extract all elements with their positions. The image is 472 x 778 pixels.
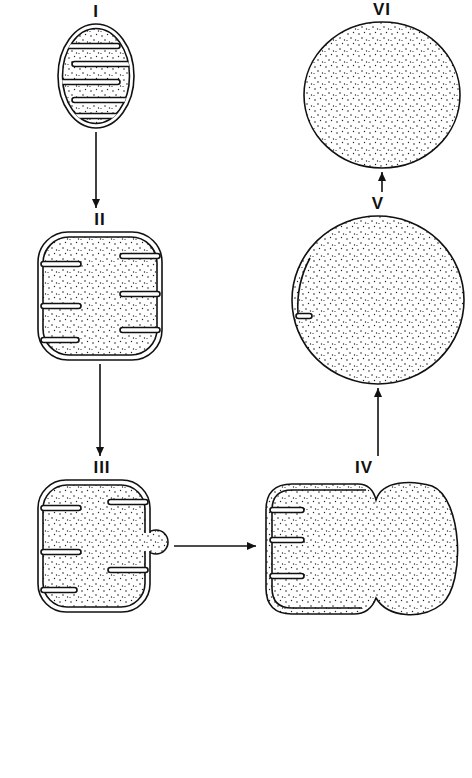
organelle-part — [108, 500, 148, 505]
stage-node: II — [36, 210, 164, 362]
organelle-part — [144, 533, 158, 551]
organelle-part — [38, 232, 162, 360]
organelle-part — [56, 80, 120, 85]
stage-numeral: I — [56, 2, 136, 22]
stage-node: III — [36, 458, 168, 614]
stage-arrow — [377, 388, 379, 456]
organelle-figure — [290, 214, 466, 386]
stage-node: V — [290, 194, 466, 386]
stage-node: I — [56, 2, 136, 130]
organelle-part — [41, 262, 81, 267]
organelle-part — [270, 538, 304, 543]
stage-numeral: IV — [262, 458, 466, 478]
organelle-figure — [262, 478, 466, 620]
organelle-part — [41, 304, 81, 309]
organelle-part — [72, 98, 142, 103]
stage-arrow — [381, 172, 383, 192]
stage-numeral: III — [36, 458, 168, 478]
swollen-stage-five — [290, 214, 466, 386]
stage-numeral: II — [36, 210, 164, 230]
stage-arrow — [99, 364, 101, 456]
organelle-part — [144, 530, 168, 554]
organelle-part — [38, 480, 150, 612]
organelle-part — [108, 568, 148, 573]
organelle-part — [304, 22, 460, 168]
organelle-part — [120, 292, 160, 297]
swollen-stage-one — [56, 22, 136, 130]
organelle-part — [298, 258, 310, 314]
swollen-stage-four — [262, 478, 466, 620]
organelle-part — [270, 574, 304, 579]
organelle-part — [56, 114, 120, 119]
organelle-part — [56, 44, 120, 49]
stage-node: VI — [302, 0, 462, 170]
organelle-part — [296, 314, 312, 319]
stage-node: IV — [262, 458, 466, 620]
organelle-part — [41, 338, 79, 343]
organelle-part — [41, 550, 81, 555]
organelle-part — [41, 588, 77, 593]
organelle-part — [266, 483, 458, 615]
stage-numeral: VI — [302, 0, 462, 20]
organelle-part — [56, 44, 142, 119]
organelle-figure — [36, 478, 168, 614]
swollen-stage-six — [302, 20, 462, 170]
organelle-part — [120, 328, 160, 333]
organelle-part — [72, 62, 142, 67]
swollen-stage-two — [36, 230, 164, 362]
stage-numeral: V — [290, 194, 466, 214]
organelle-figure — [36, 230, 164, 362]
organelle-part — [292, 216, 464, 384]
organelle-part — [270, 508, 304, 513]
organelle-part — [41, 506, 81, 511]
organelle-figure — [56, 22, 136, 130]
swollen-stage-three — [36, 478, 168, 614]
organelle-part — [58, 24, 134, 128]
stage-arrow — [95, 132, 97, 208]
stage-arrow — [174, 545, 256, 547]
organelle-part — [120, 254, 160, 259]
organelle-figure — [302, 20, 462, 170]
